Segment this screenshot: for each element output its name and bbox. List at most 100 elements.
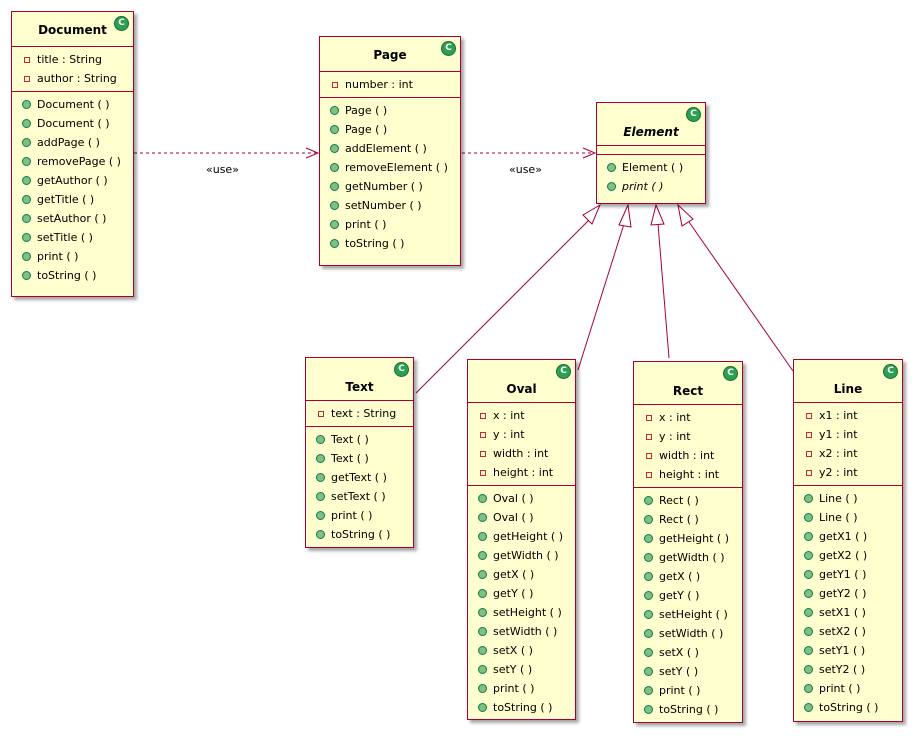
method-text: getText ( ) xyxy=(331,471,387,484)
method-list: Page ( )Page ( )addElement ( )removeElem… xyxy=(320,98,460,256)
field-text: y : int xyxy=(659,430,691,443)
inheritance-oval-element xyxy=(577,223,625,371)
public-visibility-icon xyxy=(478,703,487,712)
method-row: getHeight ( ) xyxy=(634,529,742,548)
private-visibility-icon xyxy=(318,411,324,417)
class-name: Text xyxy=(345,380,374,394)
field-text: x : int xyxy=(493,409,525,422)
public-visibility-icon xyxy=(22,195,31,204)
method-text: print ( ) xyxy=(819,682,861,695)
public-visibility-icon xyxy=(644,591,653,600)
method-row: setNumber ( ) xyxy=(320,196,460,215)
public-visibility-icon xyxy=(316,530,325,539)
method-row: print ( ) xyxy=(794,679,902,698)
method-row: Element ( ) xyxy=(597,158,705,177)
method-text: setY ( ) xyxy=(493,663,533,676)
private-visibility-icon xyxy=(646,472,652,478)
class-badge-icon: C xyxy=(556,364,571,379)
public-visibility-icon xyxy=(330,106,339,115)
public-visibility-icon xyxy=(804,627,813,636)
class-header: Oval C xyxy=(468,360,575,403)
method-row: setTitle ( ) xyxy=(12,228,133,247)
private-visibility-icon xyxy=(646,453,652,459)
method-text: removePage ( ) xyxy=(37,155,121,168)
class-header: Rect C xyxy=(634,362,742,405)
public-visibility-icon xyxy=(804,665,813,674)
method-list: Text ( )Text ( )getText ( )setText ( )pr… xyxy=(306,427,413,547)
method-list: Element ( )print ( ) xyxy=(597,155,705,199)
method-row: getWidth ( ) xyxy=(468,546,575,565)
method-text: toString ( ) xyxy=(659,703,719,716)
class-header: Element C xyxy=(597,103,705,146)
public-visibility-icon xyxy=(22,138,31,147)
public-visibility-icon xyxy=(478,684,487,693)
method-row: setWidth ( ) xyxy=(468,622,575,641)
public-visibility-icon xyxy=(804,494,813,503)
public-visibility-icon xyxy=(804,608,813,617)
class-name: Document xyxy=(38,23,107,37)
class-text[interactable]: Text C text : String Text ( )Text ( )get… xyxy=(305,357,414,548)
class-name: Oval xyxy=(506,382,537,396)
field-text: x2 : int xyxy=(819,447,858,460)
private-visibility-icon xyxy=(806,470,812,476)
public-visibility-icon xyxy=(330,163,339,172)
field-row: text : String xyxy=(306,404,413,423)
public-visibility-icon xyxy=(478,513,487,522)
method-row: getNumber ( ) xyxy=(320,177,460,196)
method-row: getX2 ( ) xyxy=(794,546,902,565)
method-text: Oval ( ) xyxy=(493,492,534,505)
method-text: getTitle ( ) xyxy=(37,193,95,206)
method-text: setAuthor ( ) xyxy=(37,212,107,225)
method-row: toString ( ) xyxy=(468,698,575,717)
method-row: setHeight ( ) xyxy=(468,603,575,622)
method-row: toString ( ) xyxy=(794,698,902,717)
method-row: getAuthor ( ) xyxy=(12,171,133,190)
method-text: getX ( ) xyxy=(659,570,701,583)
method-row: Page ( ) xyxy=(320,120,460,139)
field-row: height : int xyxy=(468,463,575,482)
method-row: print ( ) xyxy=(306,506,413,525)
method-row: setText ( ) xyxy=(306,487,413,506)
public-visibility-icon xyxy=(804,703,813,712)
field-row: x : int xyxy=(634,408,742,427)
field-text: x : int xyxy=(659,411,691,424)
class-page[interactable]: Page C number : int Page ( )Page ( )addE… xyxy=(319,36,461,266)
public-visibility-icon xyxy=(644,686,653,695)
public-visibility-icon xyxy=(804,646,813,655)
method-text: getX2 ( ) xyxy=(819,549,868,562)
method-row: setX ( ) xyxy=(634,643,742,662)
dependency-arrowhead-page xyxy=(305,147,320,159)
private-visibility-icon xyxy=(646,434,652,440)
field-row: y1 : int xyxy=(794,425,902,444)
public-visibility-icon xyxy=(478,570,487,579)
public-visibility-icon xyxy=(804,513,813,522)
method-row: addPage ( ) xyxy=(12,133,133,152)
method-row: setY ( ) xyxy=(468,660,575,679)
method-text: Line ( ) xyxy=(819,511,858,524)
private-visibility-icon xyxy=(24,57,30,63)
method-row: toString ( ) xyxy=(634,700,742,719)
method-text: toString ( ) xyxy=(819,701,879,714)
public-visibility-icon xyxy=(22,271,31,280)
field-row: height : int xyxy=(634,465,742,484)
method-row: getY2 ( ) xyxy=(794,584,902,603)
field-row: y : int xyxy=(634,427,742,446)
field-text: text : String xyxy=(331,407,397,420)
method-text: getHeight ( ) xyxy=(493,530,564,543)
field-row: y2 : int xyxy=(794,463,902,482)
method-row: getX1 ( ) xyxy=(794,527,902,546)
method-text: Document ( ) xyxy=(37,98,110,111)
field-row: y : int xyxy=(468,425,575,444)
class-element[interactable]: Element C Element ( )print ( ) xyxy=(596,102,706,204)
method-text: getWidth ( ) xyxy=(659,551,725,564)
public-visibility-icon xyxy=(316,492,325,501)
class-badge-icon: C xyxy=(883,364,898,379)
public-visibility-icon xyxy=(22,157,31,166)
class-name: Element xyxy=(623,125,679,139)
method-row: Text ( ) xyxy=(306,449,413,468)
method-text: toString ( ) xyxy=(493,701,553,714)
